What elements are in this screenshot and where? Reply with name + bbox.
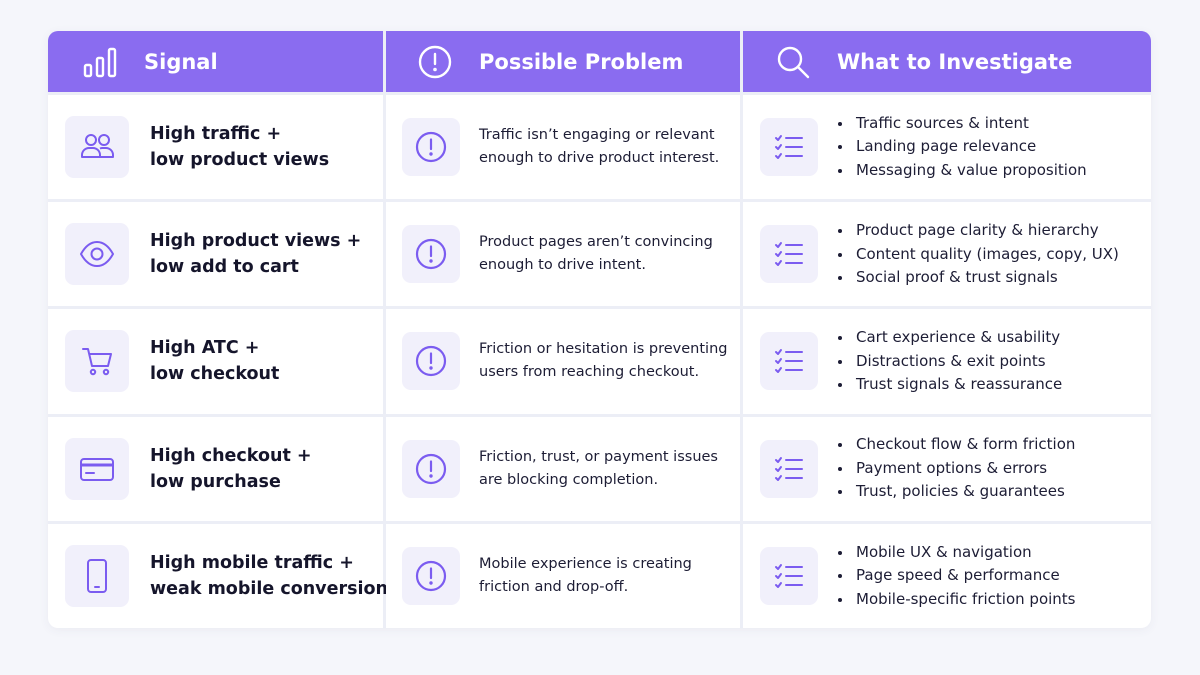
problem-cell: Friction or hesitation is preventing use… [386,309,740,414]
investigate-cell: Traffic sources & intent Landing page re… [743,95,1151,200]
header-investigate: What to Investigate [743,31,1151,92]
problem-icon-tile [402,118,460,177]
investigate-icon-tile [760,225,818,284]
header-signal: Signal [48,31,383,92]
signal-icon-tile [65,437,129,500]
problem-icon-tile [402,332,460,391]
search-icon [773,42,813,82]
signal-icon-tile [65,544,129,607]
list-item: Social proof & trust signals [836,266,1119,290]
checklist-icon [775,563,803,588]
list-item: Product page clarity & hierarchy [836,219,1119,243]
problem-text: Traffic isn’t engaging or relevant enoug… [479,127,720,167]
signal-cell: High mobile traffic + weak mobile conver… [48,523,388,628]
problem-cell: Mobile experience is creating friction a… [386,523,740,628]
signal-text: High ATC + low checkout [150,338,280,385]
problem-cell: Friction, trust, or payment issues are b… [386,416,740,521]
list-item: Trust, policies & guarantees [836,480,1075,504]
alert-circle-icon [415,42,455,82]
smartphone-icon [87,558,107,593]
users-icon [81,134,114,159]
problem-cell: Product pages aren’t convincing enough t… [386,202,740,307]
investigate-icon-tile [760,118,818,177]
investigate-cell: Cart experience & usability Distractions… [743,309,1151,414]
signal-text: High checkout + low purchase [150,445,312,492]
list-item: Payment options & errors [836,457,1075,481]
list-item: Traffic sources & intent [836,112,1087,136]
problem-text: Friction or hesitation is preventing use… [479,341,728,381]
list-item: Mobile-specific friction points [836,588,1076,612]
signal-icon-tile [65,330,129,393]
investigate-list: Cart experience & usability Distractions… [836,326,1062,397]
investigate-cell: Mobile UX & navigation Page speed & perf… [743,523,1151,628]
signal-icon-tile [65,116,129,179]
alert-circle-icon [415,453,447,484]
problem-icon-tile [402,439,460,498]
list-item: Trust signals & reassurance [836,373,1062,397]
checklist-icon [775,456,803,481]
signal-text: High product views + low add to cart [150,231,362,278]
list-item: Checkout flow & form friction [836,433,1075,457]
list-item: Messaging & value proposition [836,159,1087,183]
alert-circle-icon [415,131,447,163]
investigate-list: Product page clarity & hierarchy Content… [836,219,1119,290]
signal-problem-table: Signal Possible Problem What to Investig… [48,31,1151,628]
list-item: Content quality (images, copy, UX) [836,243,1119,267]
investigate-cell: Checkout flow & form friction Payment op… [743,416,1151,521]
investigate-list: Traffic sources & intent Landing page re… [836,112,1087,183]
checklist-icon [775,135,803,160]
problem-icon-tile [402,546,460,605]
problem-text: Product pages aren’t convincing enough t… [479,234,713,274]
eye-icon [80,241,114,268]
investigate-icon-tile [760,439,818,498]
problem-icon-tile [402,225,460,284]
bar-chart-icon [80,42,120,82]
investigate-list: Mobile UX & navigation Page speed & perf… [836,541,1076,612]
signal-icon-tile [65,223,129,286]
signal-text: High mobile traffic + weak mobile conver… [150,552,388,599]
signal-cell: High ATC + low checkout [48,309,383,414]
header-signal-label: Signal [144,49,218,74]
header-problem: Possible Problem [386,31,740,92]
list-item: Distractions & exit points [836,350,1062,374]
investigate-cell: Product page clarity & hierarchy Content… [743,202,1151,307]
alert-circle-icon [415,239,447,270]
header-problem-label: Possible Problem [479,49,684,74]
investigate-icon-tile [760,546,818,605]
investigate-icon-tile [760,332,818,391]
problem-text: Friction, trust, or payment issues are b… [479,448,718,488]
problem-text: Mobile experience is creating friction a… [479,555,692,595]
cart-icon [82,348,112,376]
alert-circle-icon [415,346,447,377]
list-item: Page speed & performance [836,564,1076,588]
alert-circle-icon [415,560,447,591]
list-item: Landing page relevance [836,135,1087,159]
signal-cell: High product views + low add to cart [48,202,383,307]
signal-cell: High traffic + low product views [48,95,383,200]
signal-cell: High checkout + low purchase [48,416,383,521]
checklist-icon [775,242,803,267]
checklist-icon [775,349,803,374]
signal-text: High traffic + low product views [150,124,330,171]
problem-cell: Traffic isn’t engaging or relevant enoug… [386,95,740,200]
credit-card-icon [80,457,114,481]
list-item: Mobile UX & navigation [836,541,1076,565]
list-item: Cart experience & usability [836,326,1062,350]
header-investigate-label: What to Investigate [837,49,1073,74]
investigate-list: Checkout flow & form friction Payment op… [836,433,1075,504]
